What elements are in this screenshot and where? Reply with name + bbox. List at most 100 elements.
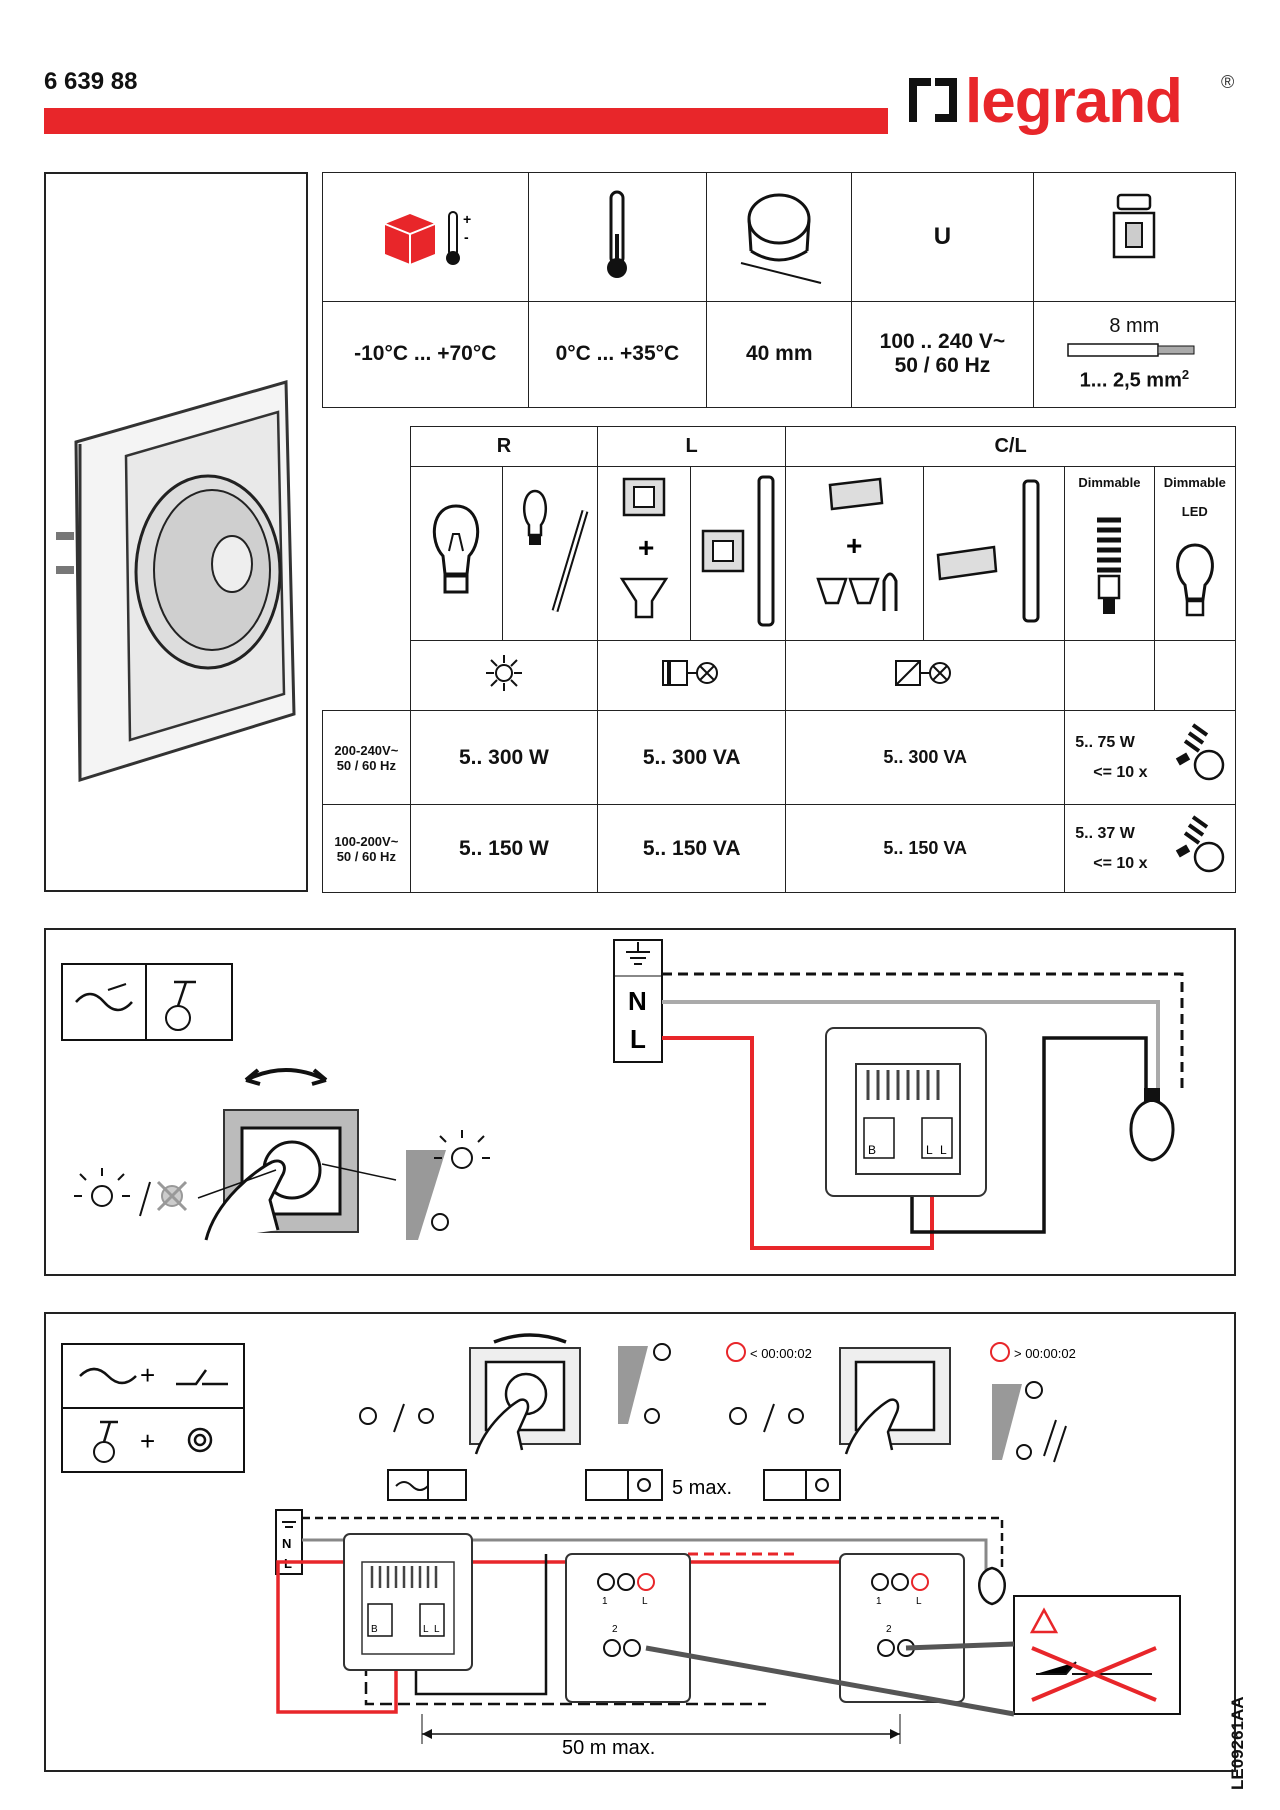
supply-low: 100-200V~ 50 / 60 Hz	[322, 804, 411, 893]
led-count-high: <= 10 x	[1093, 763, 1148, 781]
single-point-wiring-panel: N L B L L	[44, 928, 1236, 1276]
terminal-b-label-2: B	[371, 1624, 378, 1635]
terminal-b-label: B	[868, 1143, 876, 1157]
dimmer-product-illustration	[56, 380, 296, 783]
strip-length: 8 mm	[1109, 315, 1160, 338]
inductive-symbol-cell	[597, 640, 787, 711]
electronic-transformer-icon: +	[815, 477, 898, 611]
cfl-led-mini-icon-2	[1175, 815, 1225, 873]
switched-live-wire	[910, 1036, 1148, 1234]
earth-icon	[626, 942, 650, 965]
lamp-load-icon	[1129, 1098, 1175, 1162]
screw-terminal-icon	[1113, 194, 1156, 259]
load-header-resistive: R	[409, 426, 599, 467]
capacitive-max-high: 5.. 300 VA	[785, 710, 1066, 805]
finger-icon	[204, 1159, 286, 1241]
dimmable-cfl-cell: Dimmable	[1064, 466, 1155, 641]
dimmable-led-label: Dimmable	[1163, 475, 1226, 490]
neutral-wire-2	[302, 1538, 988, 1570]
electronic-ballast-fluo-cell	[923, 466, 1066, 641]
term-1-label-a: 1	[602, 1596, 608, 1607]
brand-wordmark: legrand	[965, 67, 1183, 136]
multi-point-wiring-panel: + + < 00:00:02 > 00:00:02	[44, 1312, 1236, 1772]
max-distance: 50 m max.	[562, 1737, 655, 1759]
supply-voltage-high: 200-240V~	[334, 742, 399, 758]
terminal-l2-label: L	[940, 1143, 947, 1157]
transformer-halogen-icon: +	[619, 477, 669, 619]
temp-plus: +	[463, 211, 471, 227]
resistive-symbol-cell	[409, 640, 599, 711]
plus-sign-b: +	[140, 1426, 155, 1456]
load-header-capacitive: C/L	[785, 426, 1236, 467]
term-2-label-a: 2	[612, 1624, 618, 1635]
earth-wire	[662, 972, 1184, 1090]
halogen-lamps-cell	[502, 466, 599, 641]
elv-transformer-cell: +	[597, 466, 692, 641]
load-header-inductive: L	[597, 426, 787, 467]
lamp-on-icon	[91, 1185, 113, 1207]
dim-lamp-icon	[431, 1213, 449, 1231]
ferromagnetic-fluo-cell	[690, 466, 787, 641]
box-depth-icon-cell	[706, 172, 853, 302]
wire-strip-icon	[1067, 343, 1195, 358]
supply-voltage: 100 .. 240 V~ 50 / 60 Hz	[851, 300, 1034, 409]
resistive-max-low: 5.. 150 W	[409, 804, 599, 893]
storage-temperature: -10°C ... +70°C	[322, 300, 529, 409]
thermometer-icon	[607, 190, 628, 279]
cfl-led-mini-icon	[1175, 723, 1225, 781]
product-reference: 6 639 88	[44, 68, 138, 95]
thermometer-icon-cell	[527, 172, 708, 302]
resistive-max-high: 5.. 300 W	[409, 710, 599, 805]
load-row-high-voltage: 200-240V~ 50 / 60 Hz 5.. 300 W 5.. 300 V…	[322, 710, 1236, 805]
led-count-low: <= 10 x	[1093, 854, 1148, 872]
led-power-low: 5.. 37 W	[1075, 824, 1135, 842]
incandescent-bulb-icon	[433, 504, 480, 594]
header-red-bar	[44, 108, 888, 134]
led-label: LED	[1181, 504, 1208, 519]
timer-short-icon	[726, 1342, 746, 1362]
led-bulb-icon	[1175, 543, 1214, 617]
pushbutton-mechanism-1	[565, 1553, 691, 1703]
led-max-high: 5.. 75 W <= 10 x	[1064, 710, 1236, 805]
wire-spec-cell: 8 mm 1... 2,5 mm2	[1032, 300, 1237, 409]
max-pushbuttons: 5 max.	[672, 1477, 732, 1499]
neutral-label: N	[628, 986, 647, 1016]
lamp-symbol-icon	[485, 655, 522, 691]
bright-lamp-icon-2	[653, 1343, 671, 1361]
lamp-on-icon-2	[359, 1407, 377, 1425]
load-table: R L C/L +	[322, 426, 1237, 893]
dim-lamp-icon-2	[644, 1408, 660, 1424]
led-max-low: 5.. 37 W <= 10 x	[1064, 804, 1236, 893]
wire-section: 1... 2,5 mm2	[1034, 367, 1235, 393]
terminal-l1-label: L	[926, 1143, 933, 1157]
spec-table: + - U	[322, 172, 1237, 409]
flush-box-icon	[740, 193, 822, 285]
live-label: L	[630, 1024, 646, 1054]
box-depth: 40 mm	[706, 300, 853, 409]
plus-sign-a: +	[140, 1360, 155, 1390]
inductive-max-high: 5.. 300 VA	[597, 710, 787, 805]
supply-high: 200-240V~ 50 / 60 Hz	[322, 710, 411, 805]
halogen-lamp-icon	[523, 489, 589, 613]
neutral-wire	[662, 1000, 1160, 1102]
electronic-transformer-cell: +	[785, 466, 925, 641]
live-wire	[662, 1036, 934, 1250]
incandescent-bulb-cell	[409, 466, 504, 641]
rotate-arrow-icon-2	[493, 1333, 567, 1344]
neutral-label-2: N	[282, 1536, 291, 1551]
rotary-knob-icon	[165, 1005, 191, 1031]
pushbutton-icon	[187, 1427, 213, 1453]
supply-frequency-high: 50 / 60 Hz	[336, 757, 396, 773]
capacitive-max-low: 5.. 150 VA	[785, 804, 1066, 893]
registered-mark: ®	[1221, 72, 1235, 92]
timer-short-label: < 00:00:02	[750, 1346, 812, 1361]
voltage-range: 100 .. 240 V~	[879, 330, 1006, 354]
term-l-label-a: L	[642, 1596, 648, 1607]
dimmer-function-icon-2	[79, 1367, 137, 1385]
lamp-off-icon-2	[418, 1408, 434, 1424]
single-point-wiring-diagram: N L B L L	[61, 939, 1184, 1250]
capacitive-symbol-cell	[785, 640, 1066, 711]
legrand-logo-mark	[909, 78, 957, 122]
brightness-ramp-icon	[406, 1150, 446, 1240]
forbidden-cross-icon	[1031, 1646, 1157, 1702]
